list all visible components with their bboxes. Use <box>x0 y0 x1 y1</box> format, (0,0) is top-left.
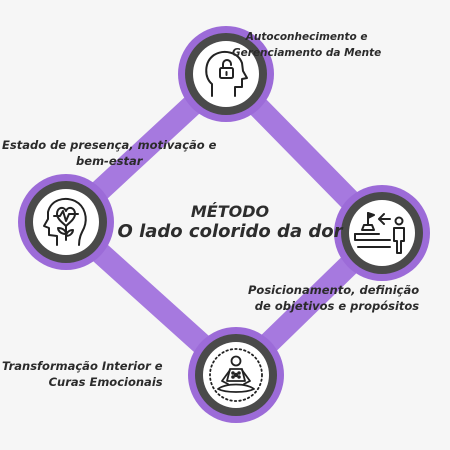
node-bottom <box>188 327 284 423</box>
label-bottom-line-1: Transformação Interior e <box>2 359 163 373</box>
method-title-block: MÉTODO O lado colorido da dor <box>110 202 350 243</box>
head-with-heartbeat-flower-icon <box>43 197 87 246</box>
label-left-line-1: Estado de presença, motivação e <box>2 138 217 152</box>
meditating-person-aura-icon <box>209 348 263 402</box>
label-left-line-2: bem-estar <box>76 154 143 168</box>
method-subtitle: O lado colorido da dor <box>117 221 343 242</box>
label-top-line-1: Autoconhecimento e <box>245 31 368 43</box>
head-with-padlock-icon <box>205 50 248 97</box>
label-right-line-2: de objetivos e propósitos <box>254 299 420 313</box>
node-right <box>334 185 430 281</box>
method-title: MÉTODO <box>190 202 270 221</box>
label-top-node: Autoconhecimento e Gerenciamento da Ment… <box>232 29 381 61</box>
label-right-node: Posicionamento, definição de objetivos e… <box>248 282 419 314</box>
person-path-to-goal-flag-icon <box>354 212 405 254</box>
label-left-node: Estado de presença, motivação e bem-esta… <box>2 137 216 169</box>
label-bottom-node: Transformação Interior e Curas Emocionai… <box>2 358 163 390</box>
label-top-line-2: Gerenciamento da Mente <box>232 47 382 59</box>
node-top <box>178 26 274 122</box>
label-right-line-1: Posicionamento, definição <box>248 283 420 297</box>
label-bottom-line-2: Curas Emocionais <box>48 375 163 389</box>
node-left <box>18 174 114 270</box>
